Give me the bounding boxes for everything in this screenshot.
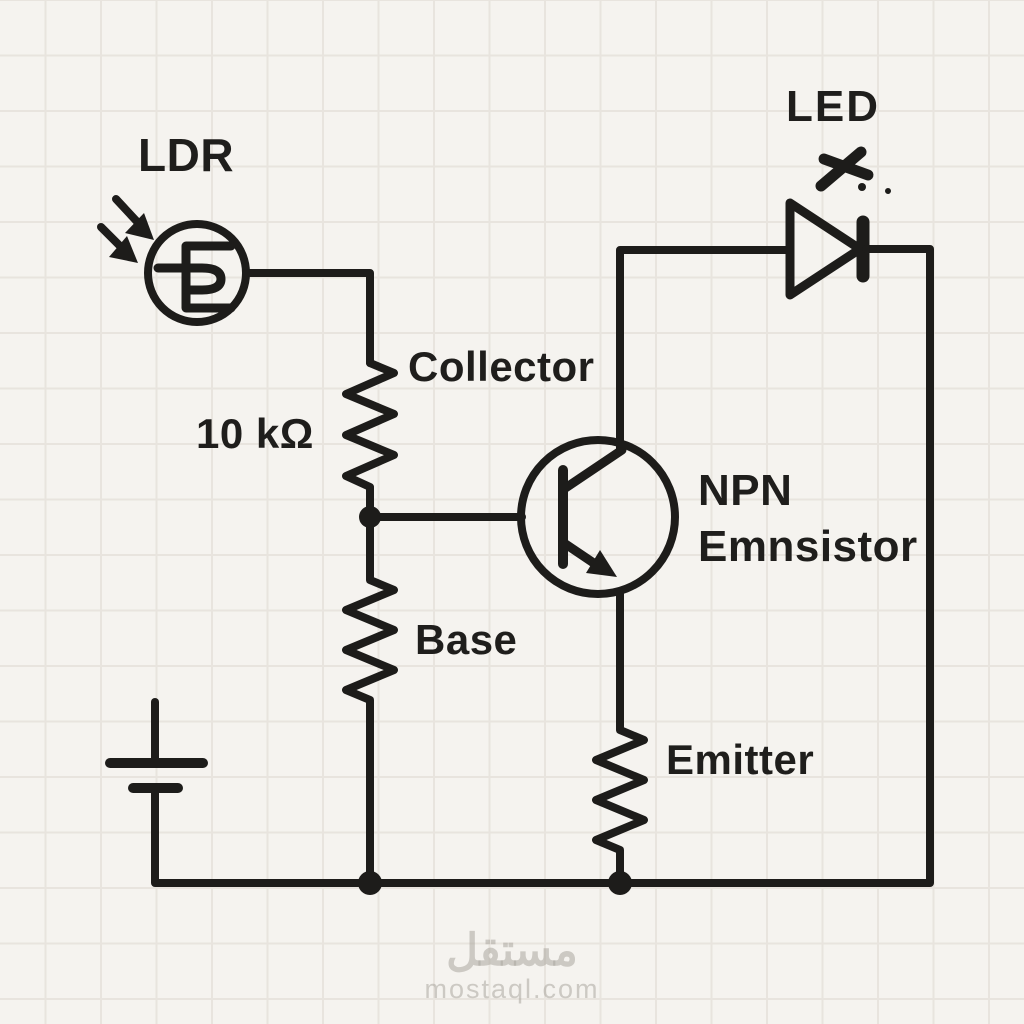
junction-dot xyxy=(608,871,632,895)
transistor-label-line2: Emnsistor xyxy=(698,522,918,571)
junction-dot xyxy=(359,506,381,528)
resistor-10k-symbol xyxy=(342,359,398,521)
wire-ground-rail xyxy=(151,785,624,887)
wire-ldr-to-r1 xyxy=(242,269,374,367)
watermark-domain: mostaql.com xyxy=(424,974,600,1004)
light-arrows-icon xyxy=(97,195,154,263)
base-label: Base xyxy=(415,616,518,663)
resistor-emitter-symbol xyxy=(592,588,648,887)
transistor-label: NPN Emnsistor xyxy=(698,463,918,575)
collector-label: Collector xyxy=(408,343,595,390)
npn-transistor-symbol xyxy=(517,436,679,598)
watermark-arabic: مستقل xyxy=(446,926,578,975)
transistor-label-line1: NPN xyxy=(698,466,793,515)
wire-right-rail xyxy=(616,245,934,887)
watermark: مستقل mostaql.com xyxy=(0,926,1024,1005)
led-symbol xyxy=(785,146,891,300)
battery-symbol xyxy=(105,698,208,793)
resistor-value-label: 10 kΩ xyxy=(196,410,314,457)
ldr-symbol xyxy=(144,220,250,326)
led-label: LED xyxy=(786,82,880,131)
junction-dot xyxy=(358,871,382,895)
resistor-base-symbol xyxy=(342,513,398,887)
wire-collector-top-rail xyxy=(616,246,791,453)
ldr-label: LDR xyxy=(138,129,235,181)
emitter-label: Emitter xyxy=(666,736,815,783)
